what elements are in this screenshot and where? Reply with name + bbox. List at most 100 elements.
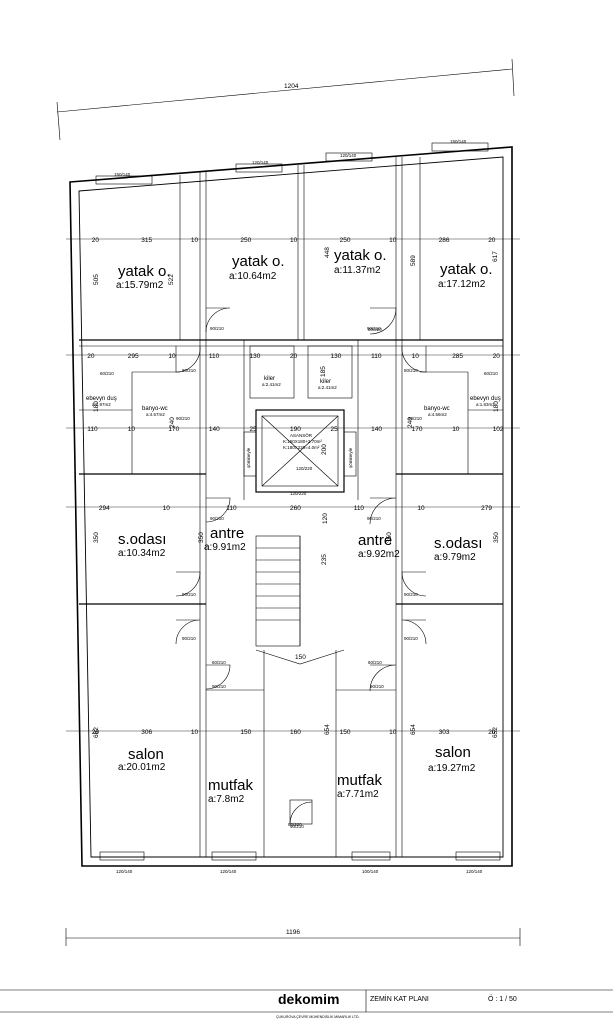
vertical-dimension-label: 180 — [493, 401, 500, 412]
dimension-label: 260 — [290, 505, 301, 512]
room-salon-left-name: salon — [128, 746, 164, 763]
room-yatak-4-area: a:17.12m2 — [438, 279, 486, 290]
window-label: 100/140 — [362, 869, 379, 874]
dimension-label: 110 — [209, 353, 220, 360]
dimension-label: 10 — [128, 426, 136, 433]
room-salon-right-name: salon — [435, 744, 471, 761]
window-label: 150/140 — [450, 139, 467, 144]
room-ebevyn-right-name: ebevyn duş — [470, 396, 501, 402]
door-label: 90/210 — [367, 326, 381, 331]
room-kiler-left-name: kiler — [264, 376, 275, 382]
dimension-label: 20 — [87, 353, 95, 360]
room-yatak-1-name: yatak o. — [118, 263, 171, 280]
room-yatak-4-name: yatak o. — [440, 261, 493, 278]
room-yatak-3-name: yatak o. — [334, 247, 387, 264]
door-label: 90/210 — [404, 636, 418, 641]
room-mutfak-right-area: a:7.71m2 — [337, 789, 379, 800]
room-sodasi-right-name: s.odası — [434, 535, 482, 552]
door-label: 90/210 — [367, 516, 381, 521]
dimension-label: 10 — [168, 353, 176, 360]
room-mutfak-left-area: a:7.8m2 — [208, 794, 245, 805]
room-salon-right-area: a:19.27m2 — [428, 763, 476, 774]
dimension-label: 150 — [340, 729, 351, 736]
dimension-label: 170 — [168, 426, 179, 433]
dimension-label: 10 — [452, 426, 460, 433]
door-label: 80/210 — [404, 368, 418, 373]
door-label: 90/210 — [404, 592, 418, 597]
dimension-label: 110 — [371, 353, 382, 360]
window-label: 120/140 — [220, 869, 237, 874]
elevator-line-3: K:180X220=4.0m² — [283, 445, 320, 450]
dimension-label: 190 — [290, 426, 301, 433]
dimension-label: 20 — [493, 353, 501, 360]
elevator-line-2: K:150X180+2.70m² — [283, 439, 322, 444]
logo-text: dekomim — [278, 991, 339, 1007]
dimension-label: 20 — [92, 729, 100, 736]
vertical-dimension-label: 652 — [492, 727, 499, 738]
vertical-dimension-label: 654 — [324, 724, 331, 735]
room-salon-left-area: a:20.01m2 — [118, 762, 166, 773]
title-block: dekomim ÇUKUROVA ÇEVRE MÜHENDİSLİK MİMAR… — [276, 991, 517, 1019]
dimension-label: 303 — [439, 729, 450, 736]
dimension-label: 279 — [481, 505, 492, 512]
dimension-label: 110 — [354, 505, 365, 512]
room-banyo-right-area: a:4.56m2 — [428, 412, 447, 417]
dim-bottom-total: 1196 — [286, 929, 300, 936]
room-banyo-left-area: a:4.57m2 — [146, 412, 165, 417]
door-label: 90/210 — [182, 636, 196, 641]
dimension-label: 10 — [389, 237, 397, 244]
vertical-dimension-label: 350 — [493, 532, 500, 543]
vertical-dimension-label: 350 — [93, 532, 100, 543]
door-label: 90/210 — [210, 326, 224, 331]
dimension-label: 286 — [439, 237, 450, 244]
dimension-label: 150 — [240, 729, 251, 736]
vertical-dimension-label: 617 — [492, 251, 499, 262]
room-banyo-left-name: banyo-wc — [142, 406, 168, 412]
window-label: 60/210 — [484, 371, 498, 376]
window-label: 150/140 — [114, 172, 131, 177]
vertical-dimension-label: 235 — [321, 554, 328, 565]
vertical-dimension-label: 589 — [410, 255, 417, 266]
vertical-dimension-label: 350 — [198, 532, 205, 543]
vertical-dimension-label: 240 — [169, 417, 176, 428]
vertical-dimension-label: 200 — [321, 444, 328, 455]
window-label: 60/210 — [100, 371, 114, 376]
dimension-label: 110 — [87, 426, 98, 433]
dimension-label: 160 — [290, 729, 301, 736]
door-label: 60/210 — [212, 660, 226, 665]
dimension-label: 10 — [163, 505, 171, 512]
dimension-label: 10 — [389, 729, 397, 736]
dim-top-total: 1204 — [284, 83, 299, 90]
dimension-label: 20 — [290, 353, 298, 360]
door-label: 90/210 — [182, 592, 196, 597]
vertical-dimension-label: 350 — [386, 532, 393, 543]
vertical-dimension-label: 120 — [322, 513, 329, 524]
dimension-label: 130 — [331, 353, 342, 360]
door-label: 80/220 — [368, 327, 382, 332]
room-sodasi-right-area: a:9.79m2 — [434, 552, 476, 563]
door-label: 90/210 — [212, 684, 226, 689]
dimension-label: 250 — [340, 237, 351, 244]
room-yatak-1-area: a:15.79m2 — [116, 280, 164, 291]
door-label: 90/210 — [176, 416, 190, 421]
dimension-label: 10 — [191, 237, 199, 244]
vertical-dimension-label: 185 — [320, 366, 327, 377]
room-mutfak-left-name: mutfak — [208, 777, 254, 794]
room-mutfak-right-name: mutfak — [337, 772, 383, 789]
dimension-label: 10 — [191, 729, 199, 736]
dimension-label: 315 — [141, 237, 152, 244]
door-label: 80/220 — [288, 822, 302, 827]
room-yatak-3-area: a:11.37m2 — [334, 265, 381, 276]
room-yatak-2-name: yatak o. — [232, 253, 285, 270]
door-label: 60/210 — [368, 660, 382, 665]
dim-stair-width: 150 — [295, 654, 306, 661]
room-antre-left-area: a:9.91m2 — [204, 542, 246, 553]
room-yatak-2-area: a:10.64m2 — [229, 271, 277, 282]
room-ebevyn-left-area: a:1.97m2 — [92, 402, 111, 407]
